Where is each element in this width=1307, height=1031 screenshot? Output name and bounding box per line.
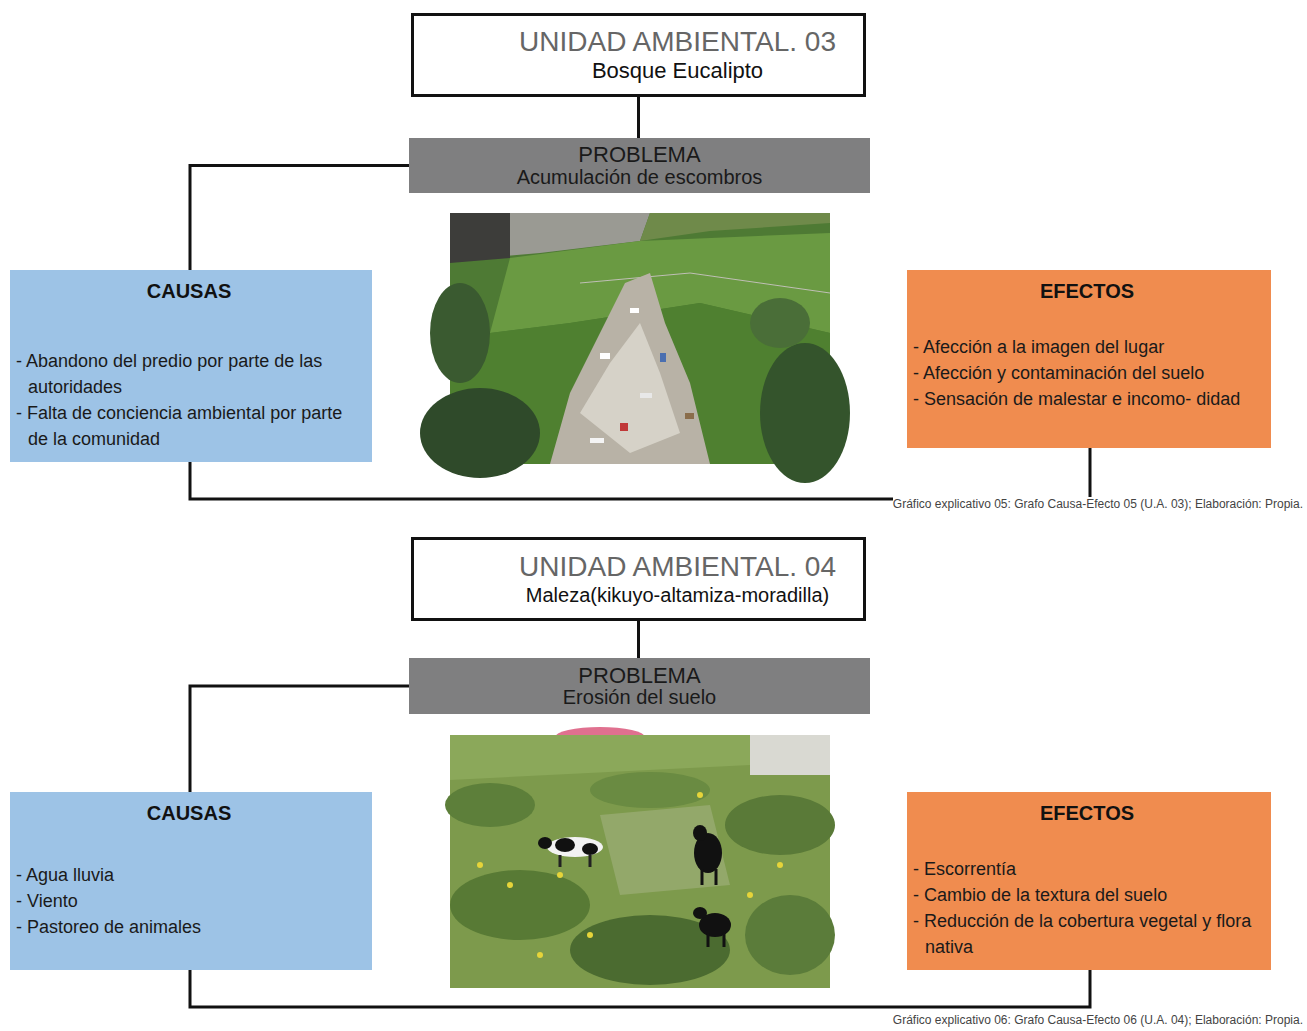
grazing-photo-part xyxy=(582,843,598,855)
grazing-photo-part xyxy=(693,907,707,919)
grazing-photo xyxy=(445,727,835,988)
grazing-photo-part xyxy=(747,892,753,898)
grazing-photo-part xyxy=(777,862,783,868)
unit-title: UNIDAD AMBIENTAL. 03 xyxy=(519,26,836,58)
effects-box: EFECTOS- Afección a la imagen del lugar-… xyxy=(907,270,1271,448)
grazing-photo-part xyxy=(589,855,592,867)
grazing-photo-part xyxy=(725,795,835,855)
section-heading: CAUSAS xyxy=(16,278,362,304)
effects-box: EFECTOS - Escorrentía- Cambio de la textu… xyxy=(907,792,1271,970)
list-item: - Afección y contaminación del suelo xyxy=(913,360,1261,386)
list-item: - Abandono del predio por parte de las a… xyxy=(16,348,362,400)
connector-line xyxy=(190,686,409,792)
debris-photo-part xyxy=(450,213,510,263)
causes-box: CAUSAS - Agua lluvia- Viento- Pastoreo de… xyxy=(10,792,372,970)
section-heading: EFECTOS xyxy=(913,800,1261,826)
grazing-photo-part xyxy=(477,862,483,868)
connector-line xyxy=(637,621,640,658)
grazing-photo-part xyxy=(450,735,750,780)
debris-photo-part xyxy=(580,323,680,453)
section-heading: CAUSAS xyxy=(16,800,362,826)
grazing-photo-part xyxy=(537,952,543,958)
problem-heading: PROBLEMA xyxy=(578,143,700,166)
grazing-photo-part xyxy=(538,837,552,849)
unit-header: UNIDAD AMBIENTAL. 03Bosque Eucalipto xyxy=(411,13,866,97)
problem-text: Erosión del suelo xyxy=(563,687,716,708)
list-item: - Afección a la imagen del lugar xyxy=(913,334,1261,360)
figure-caption: Gráfico explicativo 06: Grafo Causa-Efec… xyxy=(893,1013,1303,1027)
debris-photo-part xyxy=(590,438,604,443)
grazing-photo-part xyxy=(590,772,710,808)
debris-photo-part xyxy=(620,423,628,431)
list-item: - Sensación de malestar e incomo- didad xyxy=(913,386,1261,412)
grazing-photo-part xyxy=(600,805,730,895)
grazing-photo-part xyxy=(693,825,707,841)
unit-name: Maleza(kikuyo-altamiza-moradilla) xyxy=(526,583,829,607)
grazing-photo-part xyxy=(559,855,562,867)
unit-name: Bosque Eucalipto xyxy=(592,58,763,84)
connector-line xyxy=(190,970,1090,1007)
grazing-photo-part xyxy=(587,932,593,938)
connector-line xyxy=(190,166,409,271)
list-item: - Cambio de la textura del suelo xyxy=(913,882,1261,908)
grazing-photo-part xyxy=(745,895,835,975)
causes-box: CAUSAS - Abandono del predio por parte de… xyxy=(10,270,372,462)
debris-photo-part xyxy=(760,343,850,483)
debris-photo-part xyxy=(580,273,830,293)
debris-photo-part xyxy=(430,283,490,383)
list-item: - Viento xyxy=(16,888,362,914)
debris-photo-part xyxy=(420,388,540,478)
debris-photo-part xyxy=(550,273,710,464)
grazing-photo-part xyxy=(557,872,563,878)
debris-photo-part xyxy=(660,353,666,362)
list-item: - Reducción de la cobertura vegetal y fl… xyxy=(913,908,1261,960)
figure-caption: Gráfico explicativo 05: Grafo Causa-Efec… xyxy=(893,497,1303,511)
grazing-photo-part xyxy=(507,882,513,888)
problem-text: Acumulación de escombros xyxy=(517,167,763,188)
grazing-photo-part xyxy=(707,933,710,947)
problem-box: PROBLEMAAcumulación de escombros xyxy=(409,138,870,193)
list-item: - Falta de conciencia ambiental por part… xyxy=(16,400,362,452)
grazing-photo-part xyxy=(555,838,575,852)
debris-photo-part xyxy=(630,308,639,313)
problem-box: PROBLEMAErosión del suelo xyxy=(409,658,870,714)
debris-photo xyxy=(420,213,850,483)
connector-line xyxy=(637,97,640,138)
grazing-photo-part xyxy=(450,870,590,940)
debris-photo-part xyxy=(750,298,810,348)
list-item: - Agua lluvia xyxy=(16,862,362,888)
grazing-photo-part xyxy=(697,792,703,798)
problem-heading: PROBLEMA xyxy=(578,664,700,687)
grazing-photo-part xyxy=(445,783,535,827)
debris-photo-part xyxy=(640,393,652,398)
list-item: - Escorrentía xyxy=(913,856,1261,882)
list-item: - Pastoreo de animales xyxy=(16,914,362,940)
grazing-photo-part xyxy=(701,869,704,885)
grazing-photo-part xyxy=(715,869,718,885)
unit-header: UNIDAD AMBIENTAL. 04Maleza(kikuyo-altami… xyxy=(411,537,866,621)
grazing-photo-part xyxy=(547,837,603,857)
grazing-photo-part xyxy=(723,933,726,947)
debris-photo-part xyxy=(685,413,694,419)
grazing-photo-part xyxy=(750,735,830,775)
debris-photo-part xyxy=(600,353,610,359)
section-heading: EFECTOS xyxy=(913,278,1261,304)
unit-title: UNIDAD AMBIENTAL. 04 xyxy=(519,551,836,583)
